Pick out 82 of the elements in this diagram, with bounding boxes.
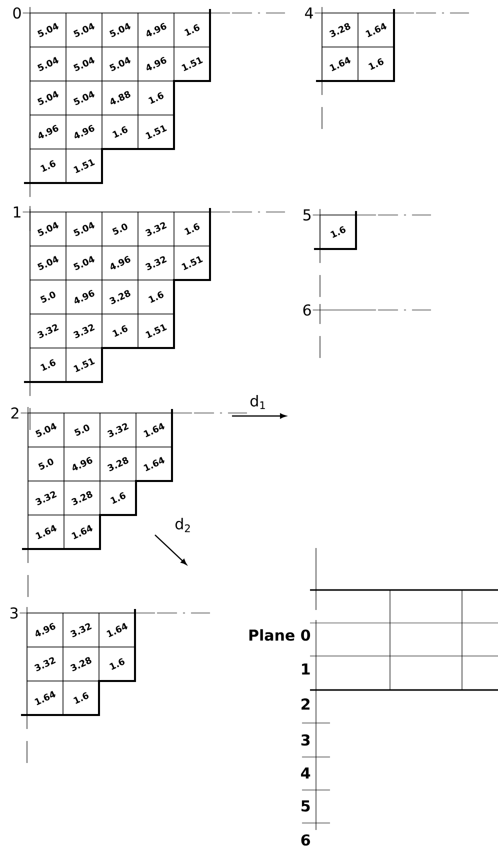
- cell-value: 1.6: [148, 291, 164, 303]
- cell-value: 3.28: [107, 457, 128, 472]
- cell-value: 1.6: [73, 692, 88, 704]
- direction-label: d$_{1}$: [250, 394, 265, 410]
- plane-number: 1: [11, 206, 23, 218]
- cell-value: 4.96: [74, 124, 94, 138]
- cell-value: 1.51: [182, 256, 203, 270]
- cell-value: 3.28: [70, 657, 92, 672]
- cell-value: 1.6: [109, 658, 124, 670]
- cell-value: 3.32: [37, 324, 59, 338]
- cell-value: 1.51: [182, 57, 203, 72]
- cell-value: 5.04: [73, 22, 95, 38]
- cell-value: 1.6: [40, 359, 56, 371]
- cell-value: 3.32: [107, 423, 129, 438]
- cell-value: 1.64: [144, 456, 165, 472]
- plane-label: 5: [302, 800, 310, 812]
- cell-value: 1.64: [330, 56, 351, 72]
- cell-value: 4.96: [38, 124, 58, 138]
- cell-value: 5.0: [40, 292, 56, 303]
- cell-value: 3.32: [145, 222, 167, 236]
- cell-value: 5.04: [37, 90, 59, 106]
- cell-value: 5.04: [73, 256, 95, 270]
- cell-value: 1.6: [110, 492, 126, 504]
- cell-value: 5.04: [109, 56, 131, 72]
- cell-value: 4.96: [72, 456, 92, 470]
- cell-value: 3.28: [109, 290, 130, 304]
- cell-value: 1.64: [72, 524, 93, 540]
- cell-value: 4.88: [110, 91, 130, 104]
- plane-number: 6: [301, 303, 313, 317]
- cell-value: 5.04: [37, 222, 59, 236]
- cell-value: 4.96: [146, 56, 166, 70]
- cell-value: 5.04: [37, 56, 59, 72]
- cell-value: 4.96: [146, 22, 166, 36]
- cell-value: 3.32: [34, 657, 56, 672]
- cell-value: 4.96: [36, 622, 56, 636]
- plane-label: Plane 0: [249, 629, 310, 641]
- cell-value: 5.0: [74, 424, 90, 436]
- plane-number: 5: [301, 208, 313, 222]
- cell-value: 5.04: [73, 90, 95, 106]
- cell-value: 1.64: [366, 22, 387, 38]
- plane-label: 3: [301, 734, 310, 746]
- cell-value: 1.64: [36, 524, 57, 540]
- cell-value: 3.32: [35, 491, 57, 506]
- cell-value: 1.6: [148, 92, 164, 104]
- cell-value: 1.51: [74, 358, 95, 372]
- plane-number: 0: [11, 6, 23, 20]
- cell-value: 1.51: [74, 159, 95, 174]
- cell-value: 1.64: [34, 690, 56, 706]
- cell-value: 1.6: [112, 126, 128, 138]
- cell-value: 4.96: [110, 256, 130, 270]
- cell-value: 1.6: [184, 223, 200, 235]
- cell-value: 1.51: [146, 125, 167, 140]
- cell-value: 5.04: [35, 422, 57, 438]
- cell-value: 1.6: [112, 325, 128, 337]
- cell-value: 1.6: [368, 58, 384, 70]
- cell-value: 3.32: [70, 623, 92, 638]
- cell-value: 5.04: [73, 56, 95, 72]
- cell-value: 5.04: [37, 22, 59, 38]
- cell-value: 3.28: [329, 23, 350, 38]
- cell-value: 1.64: [144, 422, 165, 438]
- plane-number: 3: [8, 606, 20, 620]
- plane-label: 4: [301, 768, 310, 778]
- plane-number: 2: [9, 406, 21, 420]
- plane-number: 4: [303, 6, 315, 20]
- cell-value: 1.51: [146, 324, 167, 338]
- cell-value: 3.32: [73, 324, 95, 338]
- cell-value: 5.0: [112, 224, 128, 235]
- direction-label: d$_{2}$: [175, 518, 190, 532]
- plane-label: 6: [301, 834, 310, 846]
- cell-value: 5.04: [37, 256, 59, 270]
- plane-label: 1: [302, 664, 310, 674]
- plane-label: 2: [302, 698, 310, 710]
- cell-value: 1.6: [184, 24, 200, 36]
- cell-value: 1.64: [106, 622, 128, 638]
- cell-value: 1.6: [330, 226, 346, 238]
- cell-value: 5.04: [73, 222, 95, 236]
- cell-value: 5.04: [109, 22, 131, 38]
- cell-value: 4.96: [74, 290, 94, 304]
- cell-value: 3.28: [71, 491, 92, 506]
- cell-value: 1.6: [40, 160, 56, 172]
- cell-value: 5.0: [38, 458, 54, 470]
- cell-value: 3.32: [145, 256, 167, 270]
